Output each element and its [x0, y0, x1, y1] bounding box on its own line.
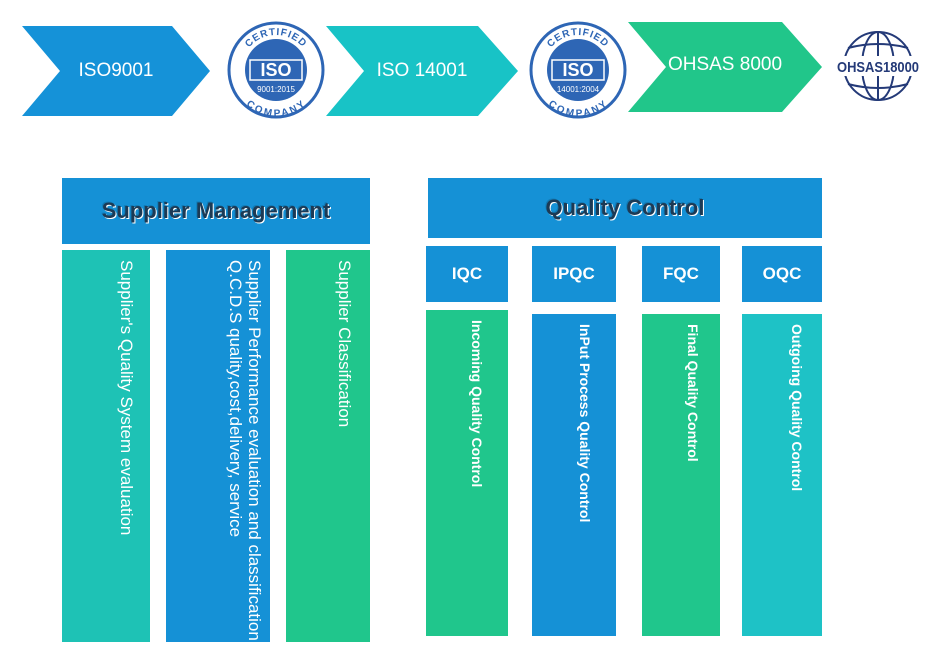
quality-control-header: Quality Control [428, 178, 822, 238]
supplier-management-title: Supplier Management [101, 198, 331, 223]
supplier-column-classification: Supplier Classification [286, 250, 370, 642]
supplier-column-performance: Supplier Performance evaluation and clas… [166, 250, 270, 642]
ohsas-chevron: OHSAS 8000 [628, 22, 822, 112]
ipqc-header: IPQC [532, 246, 616, 302]
chevron-label: OHSAS 8000 [667, 54, 783, 75]
qc-stage-abbr: FQC [663, 264, 699, 283]
qc-column-outgoing: Outgoing Quality Control [742, 314, 822, 636]
qc-stage-abbr: OQC [762, 264, 802, 283]
seal-center-text: ISO [260, 60, 291, 80]
oqc-header: OQC [742, 246, 822, 302]
qc-stage-full: Final Quality Control [685, 324, 701, 462]
seal-sub-text: 14001:2004 [557, 85, 600, 94]
qc-column-inprocess: InPut Process Quality Control [532, 314, 616, 636]
chevron-label: ISO9001 [78, 60, 154, 81]
chevron-shape-3 [628, 22, 822, 112]
chevron-label: ISO 14001 [376, 60, 468, 81]
chevron-shape-1 [22, 26, 210, 116]
iso-14001-seal: CERTIFIED COMPANY ISO 14001:2004 [529, 21, 627, 119]
qc-stage-abbr: IQC [451, 264, 483, 283]
supplier-management-header: Supplier Management [62, 178, 370, 244]
supplier-column-text: Supplier's Quality System evaluation [117, 260, 136, 536]
supplier-column-text: Supplier Performance evaluation and clas… [226, 260, 264, 641]
seal-center-text: ISO [562, 60, 593, 80]
ohsas-logo-text: OHSAS18000 [837, 59, 919, 76]
seal-sub-text: 9001:2015 [257, 85, 295, 94]
supplier-column-text: Supplier Classification [335, 260, 354, 428]
ohsas-globe-logo: OHSAS18000 [836, 31, 920, 101]
iqc-header: IQC [426, 246, 508, 302]
iso14001-chevron: ISO 14001 [326, 26, 518, 116]
supplier-column-quality-system: Supplier's Quality System evaluation [62, 250, 150, 642]
qc-stage-full: Outgoing Quality Control [789, 324, 805, 492]
qc-stage-abbr: IPQC [553, 264, 595, 283]
qc-column-incoming: Incoming Quality Control [426, 310, 508, 636]
chevron-shape-2 [326, 26, 518, 116]
iso-9001-seal: CERTIFIED COMPANY ISO 9001:2015 [227, 21, 325, 119]
qc-stage-full: Incoming Quality Control [469, 320, 485, 488]
qc-stage-full: InPut Process Quality Control [577, 324, 593, 523]
iso9001-chevron: ISO9001 [22, 26, 210, 116]
qc-column-final: Final Quality Control [642, 314, 720, 636]
quality-control-title: Quality Control [545, 195, 705, 220]
fqc-header: FQC [642, 246, 720, 302]
